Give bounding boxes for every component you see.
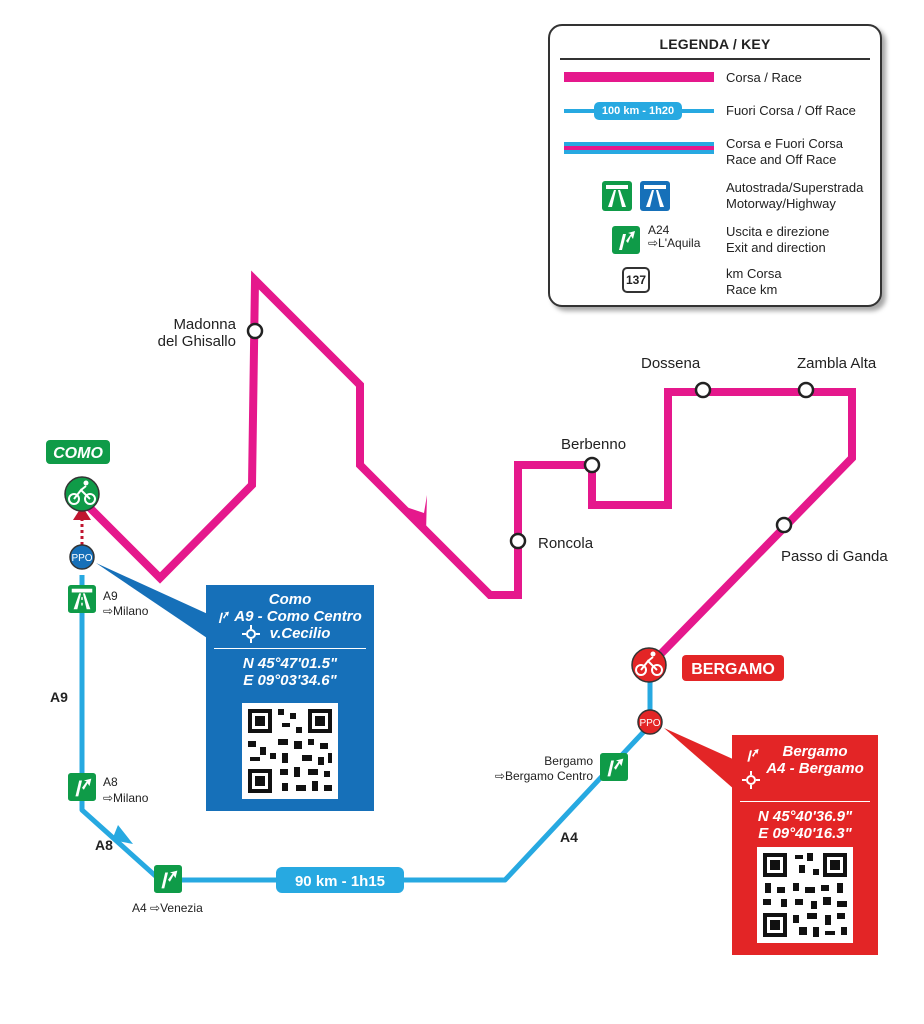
a8-exit-dir: ⇨Milano	[103, 791, 149, 805]
berbenno-label: Berbenno	[561, 436, 626, 453]
a8-direction-arrow	[112, 825, 133, 844]
legend-divider	[560, 58, 870, 60]
bergamo-exit-dir: ⇨Bergamo Centro	[495, 769, 593, 783]
bergamo-info-pointer	[664, 728, 735, 790]
a8-exit-road: A8	[103, 775, 118, 789]
a4-road-label: A4	[560, 829, 578, 845]
como-info-exit: A9 - Como Centro	[206, 608, 374, 625]
a8-road-label: A8	[95, 837, 113, 853]
exit-icon	[600, 753, 628, 781]
race-direction-arrow	[406, 495, 427, 533]
zambla-alta-label: Zambla Alta	[797, 355, 877, 372]
start-arrow	[73, 506, 91, 520]
como-info-roundabout: v.Cecilio	[206, 625, 374, 643]
madonna-label: Madonna	[173, 316, 236, 333]
finish-cyclist-icon	[631, 647, 667, 683]
exit-icon	[68, 773, 96, 801]
ghisallo-label: del Ghisallo	[158, 333, 236, 350]
legend-exit-sample: A24⇨L'Aquila	[648, 223, 701, 250]
ppo-bergamo: PPO	[637, 709, 663, 735]
como-latitude: N 45°47'01.5"	[242, 655, 338, 672]
como-info-header: Como A9 - Como Centro v.Cecilio	[206, 585, 374, 643]
bergamo-info-city: Bergamo	[782, 743, 848, 760]
roundabout-icon	[242, 625, 260, 643]
bergamo-exit-city: Bergamo	[544, 754, 593, 768]
passo-di-ganda-label: Passo di Ganda	[781, 548, 888, 565]
svg-text:PPO: PPO	[71, 553, 92, 564]
motorway-highway-icons	[602, 181, 670, 211]
exit-legend-icon	[612, 226, 640, 254]
race-offrace-swatch	[564, 142, 714, 154]
race-line-swatch	[564, 72, 714, 82]
como-qr-code[interactable]	[242, 703, 338, 799]
bergamo-info-header: Bergamo A4 - Bergamo	[732, 735, 878, 795]
como-info-pointer	[96, 563, 210, 640]
dossena-label: Dossena	[641, 355, 701, 372]
race-route	[79, 270, 856, 668]
como-info-divider	[214, 648, 366, 649]
roncola-marker	[509, 532, 527, 550]
ppo-como: PPO	[69, 544, 95, 570]
a9-exit-road: A9	[103, 589, 118, 603]
bergamo-latitude: N 45°40'36.9"	[757, 808, 853, 825]
bergamo-badge	[682, 655, 784, 681]
legend-race-text: Corsa / Race	[726, 70, 802, 85]
offrace-distance-label: 90 km - 1h15	[295, 873, 385, 890]
bergamo-label: BERGAMO	[691, 661, 775, 678]
a9-road-label: A9	[50, 689, 68, 705]
como-longitude: E 09°03'34.6"	[243, 672, 337, 689]
roncola-label: Roncola	[538, 535, 594, 552]
bergamo-info-box: Bergamo A4 - Bergamo N 45°40'36.9" E 09°…	[732, 735, 878, 955]
roundabout-icon	[742, 771, 760, 789]
venezia-exit-label: A4 ⇨Venezia	[132, 901, 203, 915]
como-info-city: Como	[268, 591, 312, 608]
exit-icon	[218, 611, 229, 623]
dossena-marker	[694, 381, 712, 399]
exit-icon	[154, 865, 182, 893]
bergamo-info-divider	[740, 801, 870, 802]
a9-exit-dir: ⇨Milano	[103, 604, 149, 618]
svg-text:PPO: PPO	[639, 718, 660, 729]
legend-box: LEGENDA / KEY Corsa / Race 100 km - 1h20…	[548, 24, 882, 307]
km-badge: 137	[622, 267, 650, 293]
motorway-icon	[68, 585, 96, 613]
exit-icon	[747, 749, 759, 762]
start-cyclist-icon	[64, 476, 100, 512]
legend-offrace-text: Fuori Corsa / Off Race	[726, 103, 856, 118]
bergamo-info-exit: A4 - Bergamo	[766, 760, 864, 777]
passo-di-ganda-marker	[775, 516, 793, 534]
bergamo-longitude: E 09°40'16.3"	[758, 825, 852, 842]
zambla-alta-marker	[797, 381, 815, 399]
berbenno-marker	[583, 456, 601, 474]
legend-title: LEGENDA / KEY	[659, 36, 771, 52]
bergamo-qr-code[interactable]	[757, 847, 853, 943]
madonna-del-ghisallo-marker	[246, 322, 264, 340]
como-label: COMO	[53, 445, 103, 462]
offrace-sample-badge: 100 km - 1h20	[594, 102, 682, 120]
como-badge	[46, 440, 110, 464]
como-info-box: Como A9 - Como Centro v.Cecilio N 45°47'…	[206, 585, 374, 811]
offrace-distance-badge	[276, 867, 404, 893]
